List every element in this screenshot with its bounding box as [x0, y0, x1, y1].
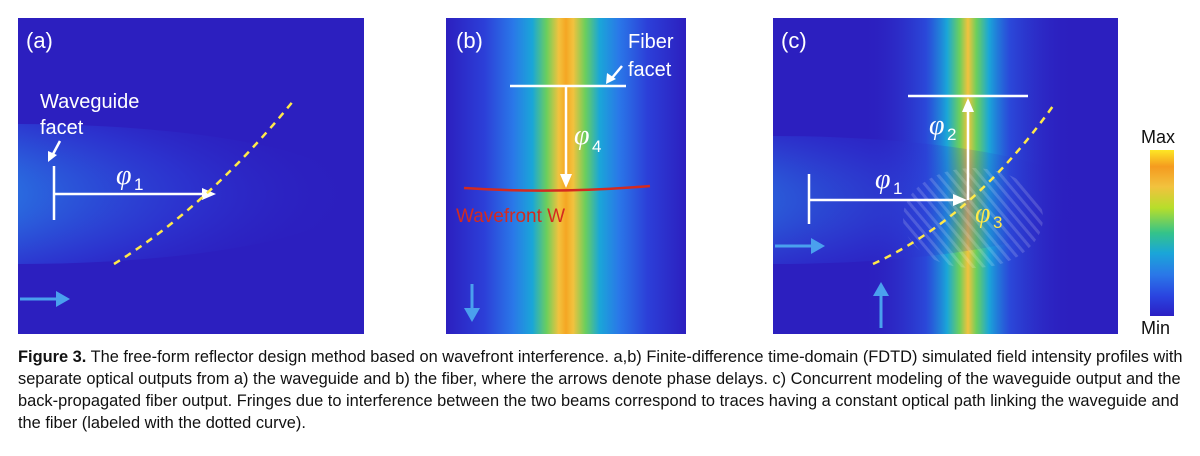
waveguide-facet-label-2: facet — [40, 117, 84, 139]
phi1-symbol: φ — [875, 164, 891, 195]
wavefront-label: Wavefront W — [456, 206, 565, 227]
phi4-subscript: 4 — [592, 137, 601, 156]
panel-label-c: (c) — [781, 28, 807, 53]
dotted-curve — [113, 99, 295, 266]
colorbar-max-label: Max — [1141, 127, 1176, 147]
phi1-symbol: φ — [116, 160, 132, 191]
fiber-facet-label-1: Fiber — [628, 31, 674, 53]
fiber-facet-label-2: facet — [628, 59, 672, 81]
phi3-subscript: 3 — [993, 213, 1002, 232]
phi1-subscript: 1 — [134, 175, 143, 194]
colorbar-min-label: Min — [1141, 318, 1171, 338]
panel-c: (c) φ 1 φ 2 φ 3 — [773, 18, 1118, 334]
waveguide-facet-label-1: Waveguide — [40, 91, 139, 113]
figure-caption: Figure 3. The free-form reflector design… — [18, 346, 1188, 434]
figure-label: Figure 3. — [18, 348, 87, 366]
phi4-symbol: φ — [574, 120, 590, 151]
panel-a: (a) Waveguide facet φ 1 — [18, 18, 364, 334]
phi2-symbol: φ — [929, 110, 945, 141]
wavefront-curve — [463, 184, 651, 192]
panel-label-a: (a) — [26, 28, 53, 53]
panel-b: (b) Fiber facet φ 4 Wavefront W — [446, 18, 686, 334]
panel-label-b: (b) — [456, 28, 483, 53]
fiber-pointer-arrow — [611, 65, 623, 79]
phi3-symbol: φ — [975, 198, 991, 229]
interference-fringes — [903, 168, 1043, 268]
dotted-curve — [872, 105, 1055, 266]
colorbar — [1150, 150, 1174, 316]
phi2-subscript: 2 — [947, 125, 956, 144]
caption-text: The free-form reflector design method ba… — [18, 348, 1183, 432]
phi1-subscript: 1 — [893, 179, 902, 198]
